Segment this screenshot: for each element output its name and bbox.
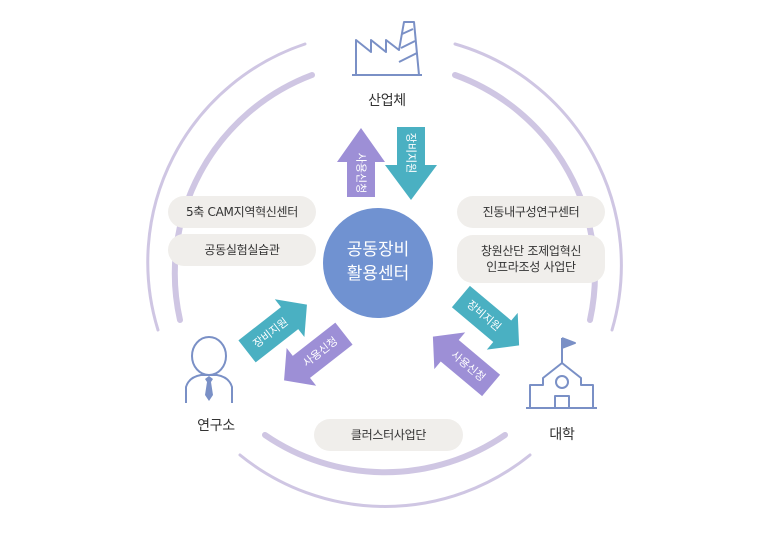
node-label-institute: 연구소 (197, 418, 235, 434)
pill-changwon-line1: 창원산단 조제업혁신 (480, 243, 582, 258)
pill-joint-lab: 공동실험실습관 (168, 234, 316, 266)
ring-arc-left-outer (146, 42, 307, 332)
researcher-icon (185, 336, 233, 403)
pill-changwon-line2: 인프라조성 사업단 (486, 260, 576, 274)
pill-vibration-durability-center: 진동내구성연구센터 (457, 196, 605, 228)
arrow-support-from-industry-label: 장비지원 (405, 133, 418, 173)
school-icon (526, 337, 597, 409)
ring-arc-left-inner (171, 72, 315, 323)
factory-icon (352, 21, 422, 76)
pill-5axis-cam-center: 5축 CAM지역혁신센터 (168, 196, 316, 228)
arrow-request-to-industry-label: 사용신청 (355, 153, 368, 193)
center-circle: 공동장비 활용센터 (323, 208, 433, 318)
pill-cluster-project: 클러스터사업단 (314, 419, 463, 451)
ring-arc-bottom-outer (238, 453, 532, 508)
arrow-request-to-industry: 사용신청 (337, 128, 385, 197)
ring-arc-bottom-inner (262, 432, 508, 476)
ring-arc-right-outer (453, 42, 623, 332)
center-title-line1: 공동장비 (346, 240, 410, 261)
pill-changwon-innovation: 창원산단 조제업혁신 인프라조성 사업단 (457, 235, 605, 283)
arrow-support-from-industry: 장비지원 (385, 127, 437, 200)
node-label-university: 대학 (549, 427, 575, 443)
node-label-industry: 산업체 (368, 93, 406, 109)
center-title-line2: 활용센터 (346, 264, 410, 284)
